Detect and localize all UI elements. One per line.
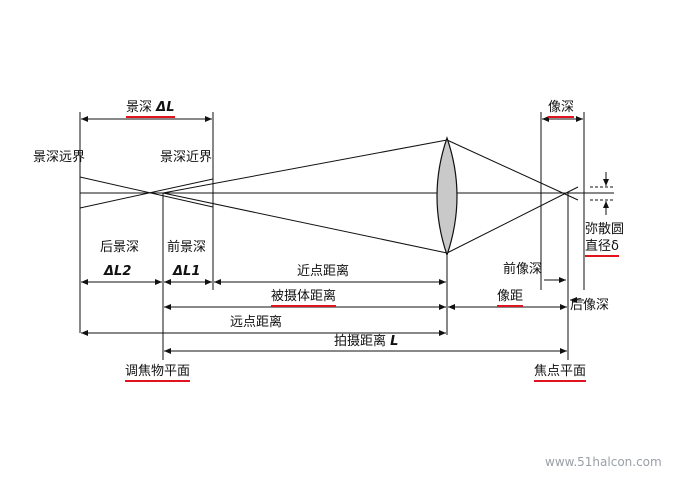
shooting-distance-symbol: L (390, 334, 399, 349)
front-dof-symbol: ΔL1 (173, 264, 201, 279)
object-distance-label: 被摄体距离 (271, 289, 337, 307)
dof-symbol: ΔL (156, 100, 175, 115)
focal-point-plane-label: 焦点平面 (534, 364, 587, 382)
ray-lower-out (446, 186, 579, 254)
rear-dof-label: 后景深 (100, 240, 140, 255)
ray-far-upper (79, 176, 214, 208)
ray-lower-in (162, 192, 448, 254)
image-distance-label: 像距 (497, 289, 524, 307)
rear-dof-symbol: ΔL2 (104, 264, 132, 279)
near-dof-limit-label: 景深近界 (160, 150, 213, 165)
shooting-distance-text: 拍摄距离 (334, 334, 387, 349)
shooting-distance-label: 拍摄距离 L (334, 334, 398, 349)
near-point-distance-label: 近点距离 (297, 264, 350, 279)
ray-upper-out (446, 139, 579, 201)
watermark: www.51halcon.com (545, 455, 662, 469)
far-dof-limit-label: 景深远界 (33, 150, 86, 165)
image-depth-label: 像深 (548, 100, 575, 118)
coc-label-line1: 弥散圆 (585, 222, 625, 237)
rear-image-depth-label: 后像深 (570, 298, 610, 313)
ray-far-lower (79, 178, 214, 209)
dof-title-text: 景深 (126, 100, 153, 115)
coc-label-line2: 直径δ (585, 239, 619, 257)
far-point-distance-label: 远点距离 (230, 315, 283, 330)
dof-title-label: 景深 ΔL (126, 100, 175, 118)
focus-object-plane-label: 调焦物平面 (125, 364, 191, 382)
ray-upper-in (162, 139, 448, 194)
front-dof-label: 前景深 (167, 240, 207, 255)
front-image-depth-label: 前像深 (503, 262, 543, 277)
lens (436, 136, 458, 257)
